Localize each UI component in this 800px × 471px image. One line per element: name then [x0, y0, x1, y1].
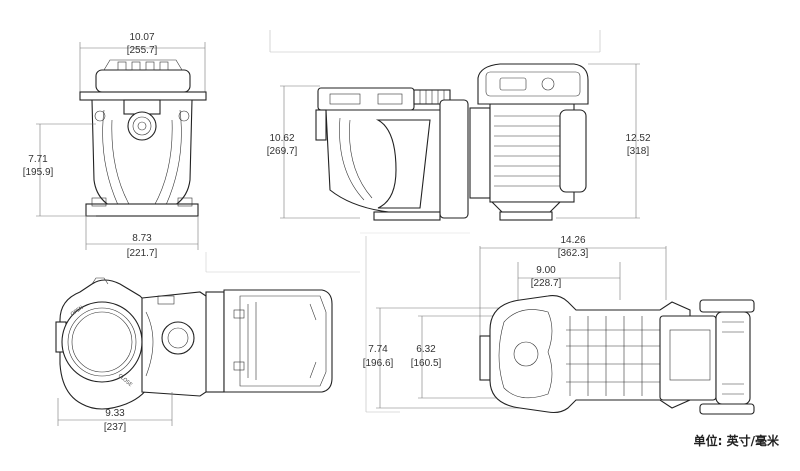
bottom-inner-height-mm: [160.5] [411, 358, 442, 369]
bottom-inner-length-mm: [228.7] [531, 278, 562, 289]
front-width-in: 10.07 [129, 32, 154, 43]
bottom-inner-length-in: 9.00 [536, 265, 556, 276]
bottom-height-mm: [196.6] [363, 358, 394, 369]
front-view: 10.07 [255.7] 7.71 [195.9] [23, 32, 207, 259]
side-height-in: 10.62 [269, 133, 294, 144]
bottom-view: 14.26 [362.3] 9.00 [228.7] 7.74 [196.6] … [363, 235, 755, 415]
front-height-in: 7.71 [28, 154, 48, 165]
top-width-mm: [237] [104, 422, 126, 433]
top-view: OPEN CLOSE 9.33 [237] [55, 277, 333, 433]
bottom-total-length-in: 14.26 [560, 235, 585, 246]
bottom-inner-height-in: 6.32 [416, 344, 436, 355]
front-base-width-mm: [221.7] [127, 248, 158, 259]
side-height-mm: [269.7] [267, 146, 298, 157]
unit-label: 单位: 英寸/毫米 [694, 433, 780, 448]
bottom-height-in: 7.74 [368, 344, 388, 355]
bottom-total-length-mm: [362.3] [558, 248, 589, 259]
side-total-height-in: 12.52 [625, 133, 650, 144]
top-width-in: 9.33 [105, 408, 125, 419]
front-width-mm: [255.7] [127, 45, 158, 56]
front-height-mm: [195.9] [23, 167, 54, 178]
front-base-width-in: 8.73 [132, 233, 152, 244]
side-view: 10.62 [269.7] [267, 30, 651, 221]
side-total-height-mm: [318] [627, 146, 649, 157]
